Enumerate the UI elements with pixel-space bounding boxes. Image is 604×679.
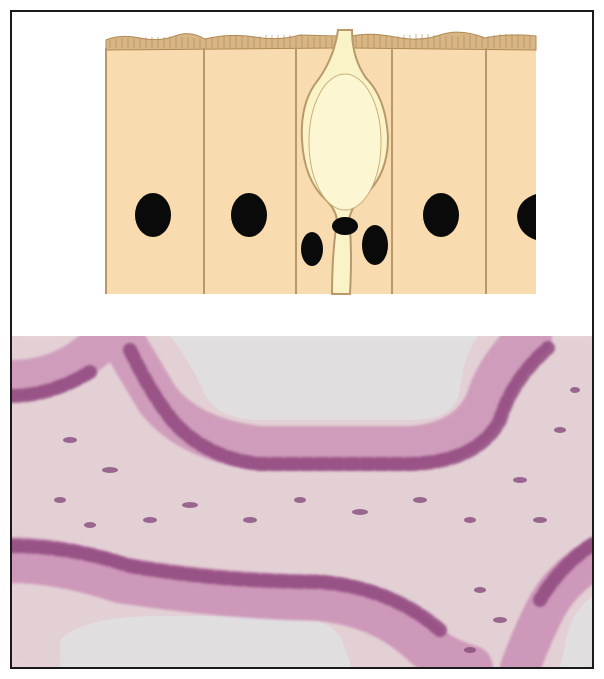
histology-micrograph [11, 336, 593, 668]
mucin-vesicle [309, 74, 381, 210]
nucleus [135, 193, 171, 237]
nucleus [231, 193, 267, 237]
epithelium-diagram [106, 30, 536, 294]
goblet-nucleus [332, 217, 358, 235]
basal-nucleus [362, 225, 388, 265]
nucleus [423, 193, 459, 237]
basal-nucleus [301, 232, 323, 266]
